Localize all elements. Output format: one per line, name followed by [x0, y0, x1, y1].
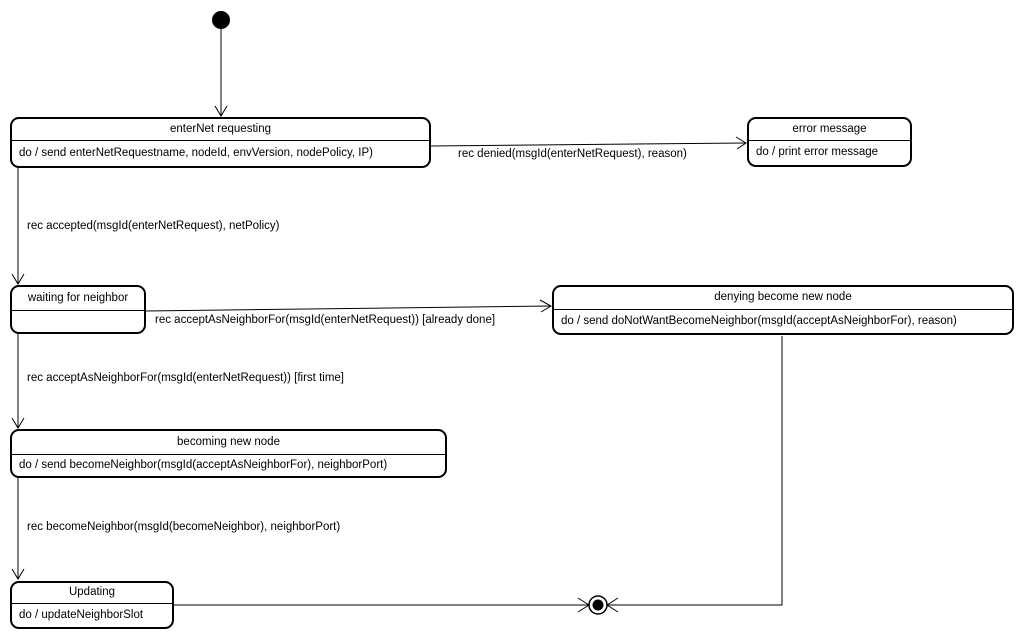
state-action: do / print error message — [756, 146, 879, 159]
state-title: Updating — [12, 583, 172, 604]
state-title: denying become new node — [554, 287, 1012, 310]
state-title: error message — [749, 119, 910, 141]
arrowhead-down-icon — [11, 417, 25, 429]
state-updating[interactable]: Updating do / updateNeighborSlot — [10, 581, 174, 629]
transition-label-denied: rec denied(msgId(enterNetRequest), reaso… — [458, 148, 687, 160]
transition-label-first-time: rec acceptAsNeighborFor(msgId(enterNetRe… — [27, 372, 344, 384]
state-action — [12, 311, 144, 332]
state-title: enterNet requesting — [12, 119, 429, 141]
transition-label-become-neighbor: rec becomeNeighbor(msgId(becomeNeighbor)… — [27, 521, 341, 533]
state-enternet-requesting[interactable]: enterNet requesting do / send enterNetRe… — [10, 117, 431, 168]
initial-state-node — [212, 11, 230, 29]
transition-label-already-done: rec acceptAsNeighborFor(msgId(enterNetRe… — [155, 314, 496, 326]
arrowhead-down-icon — [11, 273, 25, 285]
transition-label-accepted: rec accepted(msgId(enterNetRequest), net… — [27, 220, 280, 232]
state-denying-become-new-node[interactable]: denying become new node do / send doNotW… — [552, 285, 1014, 335]
edge-denied — [430, 142, 747, 147]
state-title: becoming new node — [12, 431, 445, 455]
state-action: do / send doNotWantBecomeNeighbor(msgId(… — [561, 314, 957, 327]
state-action: do / updateNeighborSlot — [19, 608, 144, 621]
arrowhead-right-icon — [735, 136, 747, 150]
state-action: do / send enterNetRequestname, nodeId, e… — [19, 146, 373, 159]
state-waiting-for-neighbor[interactable]: waiting for neighbor — [10, 285, 146, 334]
edge-already-done — [145, 305, 552, 312]
arrowhead-down-icon — [214, 105, 228, 117]
final-state-node — [592, 599, 604, 611]
arrowhead-down-icon — [11, 568, 25, 580]
edge-denying-to-final — [608, 336, 783, 606]
arrowhead-right-icon — [539, 299, 553, 313]
state-action: do / send becomeNeighbor(msgId(acceptAsN… — [19, 458, 388, 471]
state-title: waiting for neighbor — [12, 287, 144, 311]
state-error-message[interactable]: error message do / print error message — [747, 117, 912, 167]
state-becoming-new-node[interactable]: becoming new node do / send becomeNeighb… — [10, 429, 447, 478]
